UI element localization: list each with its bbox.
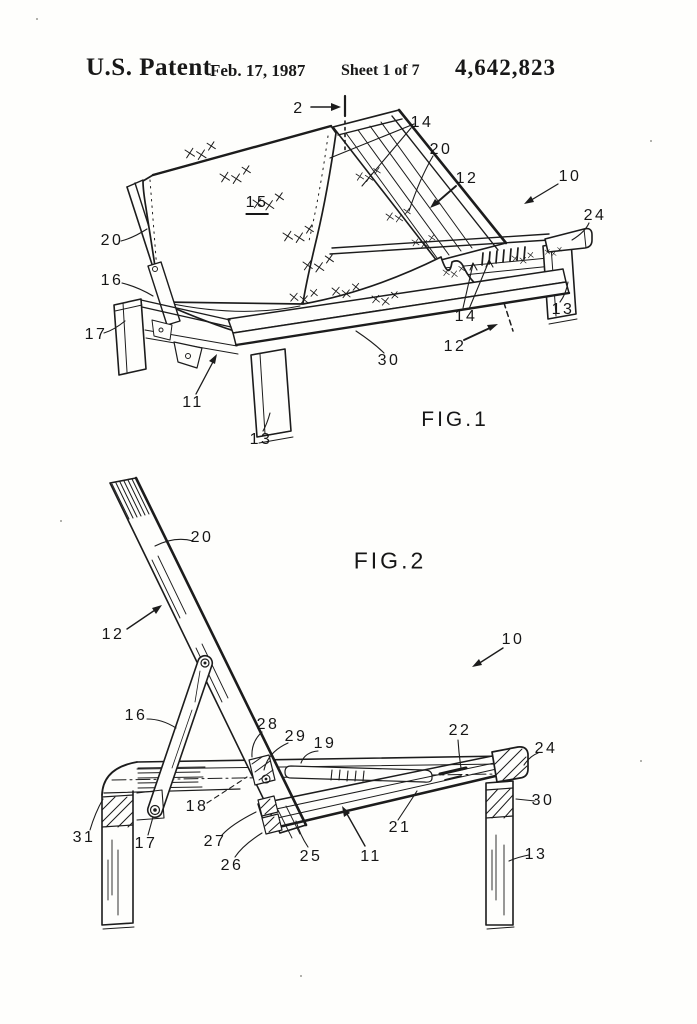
- scan-speckle: [36, 18, 38, 20]
- fig1-ref-16: 16: [100, 272, 124, 289]
- fig2-ref-25: 25: [299, 848, 323, 865]
- fig1-ref-20b: 20: [100, 232, 124, 249]
- patent-date: Feb. 17, 1987: [210, 61, 306, 80]
- fig1-ref-17: 17: [84, 326, 108, 343]
- fig1-ref-13a: 13: [249, 431, 273, 448]
- fig2-ref-10: 10: [501, 631, 525, 648]
- patent-brand: U.S. Patent: [86, 54, 212, 81]
- fig1-ref-14b: 14: [454, 308, 478, 325]
- fig2-link: [136, 654, 214, 821]
- fig2-left-leg: [101, 755, 506, 930]
- fig2-hinge: [248, 754, 276, 786]
- fig2-ref-31: 31: [72, 829, 96, 846]
- fig1-front-rail: [227, 268, 571, 347]
- fig1-backrest-mattress: [142, 124, 337, 313]
- fig2-ref-13: 13: [524, 846, 548, 863]
- scan-speckle: [640, 760, 642, 762]
- fig1-ref-13b: 13: [551, 301, 575, 318]
- fig1-ref-15: 15: [245, 195, 269, 215]
- fig1-caption: FIG.1: [421, 408, 489, 431]
- scan-speckle: [60, 520, 62, 522]
- fig1-ref-30: 30: [377, 352, 401, 369]
- fig1-ref-14a: 14: [410, 114, 434, 131]
- fig2-ref-20: 20: [190, 529, 214, 546]
- fig1-link: [147, 261, 181, 326]
- fig1-ref-24: 24: [583, 207, 607, 224]
- fig2-ref-12: 12: [101, 626, 125, 643]
- fig1-ref-20a: 20: [429, 141, 453, 158]
- fig2-leaders: [89, 538, 539, 862]
- scan-speckle: [650, 140, 652, 142]
- fig1-armrest: [113, 298, 239, 376]
- fig1-ref-10: 10: [558, 168, 582, 185]
- fig2-ref-29: 29: [284, 728, 308, 745]
- fig2-ref-26: 26: [220, 857, 244, 874]
- fig2-ref-11: 11: [360, 848, 382, 865]
- patent-number: 4,642,823: [455, 55, 556, 80]
- fig2-ref-16: 16: [124, 707, 148, 724]
- fig1-ref-12b: 12: [443, 338, 467, 355]
- fig2-right-leg: [485, 780, 515, 930]
- fig1-ref-2: 2: [293, 100, 305, 117]
- fig1-leaders: [103, 94, 590, 432]
- fig2-ref-30: 30: [531, 792, 555, 809]
- fig2-ref-19: 19: [313, 735, 337, 752]
- fig1-hinge-bracket: [173, 341, 203, 369]
- fig2-ref-21: 21: [388, 819, 412, 836]
- fig2-ref-28: 28: [256, 716, 280, 733]
- fig2-ref-18: 18: [185, 798, 209, 815]
- fig1-ref-11: 11: [182, 394, 204, 411]
- fig2-ref-17: 17: [134, 835, 158, 852]
- fig1-ref-12a: 12: [455, 170, 479, 187]
- fig2-end-caps: [257, 795, 283, 835]
- fig1-corner-cap: [544, 227, 593, 253]
- fig2-seat-deck: [284, 765, 433, 783]
- sheet-number: Sheet 1 of 7: [341, 62, 420, 79]
- fig2-ref-22: 22: [448, 722, 472, 739]
- fig1-front-left-leg: [250, 348, 294, 444]
- fig2-ref-24: 24: [534, 740, 558, 757]
- fig2-drawing: [89, 476, 539, 930]
- fig2-caption: FIG.2: [353, 547, 427, 574]
- scan-speckle: [300, 975, 302, 977]
- fig1-drawing: [103, 94, 593, 444]
- fig2-ref-27: 27: [203, 833, 227, 850]
- fig2-corner-cap: [491, 746, 529, 783]
